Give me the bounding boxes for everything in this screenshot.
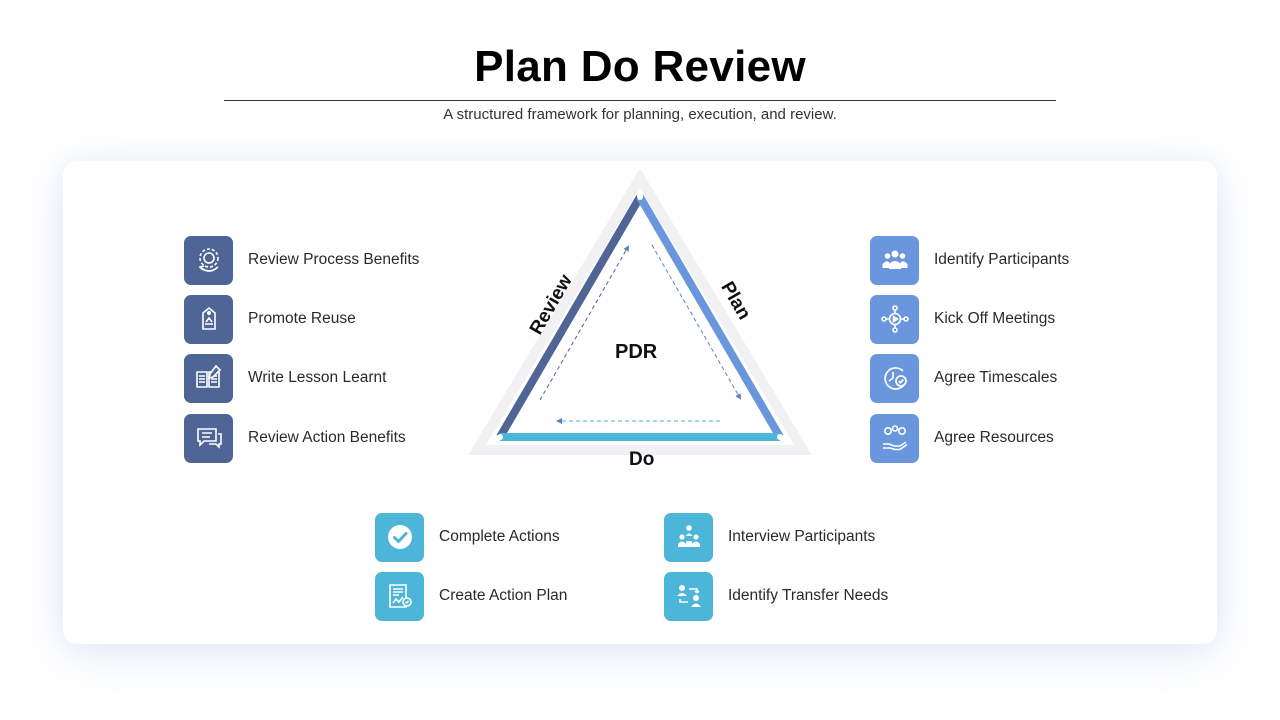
review-item-label: Review Process Benefits (248, 251, 420, 268)
book-pencil-icon (184, 353, 233, 403)
plan-item: Agree Timescales (870, 353, 1057, 403)
plan-item: Agree Resources (870, 413, 1054, 463)
page-title: Plan Do Review (474, 42, 806, 91)
plan-flow-arrow (651, 244, 741, 400)
do-item-label: Identify Transfer Needs (728, 587, 889, 604)
interview-people-icon (664, 512, 713, 562)
hand-resources-icon (870, 413, 919, 463)
do-item: Interview Participants (664, 512, 875, 562)
review-item-label: Write Lesson Learnt (248, 369, 387, 386)
pdr-center-label: PDR (615, 341, 658, 363)
clock-check-icon (870, 353, 919, 403)
review-item: Review Process Benefits (184, 235, 419, 285)
do-item-label: Interview Participants (728, 528, 876, 545)
review-item-label: Review Action Benefits (248, 429, 406, 446)
title-divider (224, 100, 1056, 101)
plan-item: Kick Off Meetings (870, 294, 1055, 344)
apex-node (637, 194, 643, 200)
transfer-people-icon (664, 571, 713, 621)
plan-item-label: Agree Resources (934, 429, 1054, 446)
plan-item: Identify Participants (870, 235, 1069, 285)
recycle-tag-icon (184, 294, 233, 344)
plan-item-label: Kick Off Meetings (934, 310, 1056, 327)
plan-edge (636, 194, 784, 440)
right-node (777, 434, 783, 440)
do-item: Complete Actions (375, 512, 560, 562)
triangle-svg (468, 168, 812, 455)
review-flow-arrow (539, 245, 629, 401)
do-item-label: Complete Actions (439, 528, 560, 545)
page-subtitle: A structured framework for planning, exe… (443, 106, 837, 123)
review-item: Review Action Benefits (184, 413, 406, 463)
group-icon (870, 235, 919, 285)
left-node (497, 434, 503, 440)
review-edge (496, 194, 644, 440)
review-item: Promote Reuse (184, 294, 356, 344)
chat-bubble-icon (184, 413, 233, 463)
plan-item-label: Identify Participants (934, 251, 1070, 268)
review-item: Write Lesson Learnt (184, 353, 386, 403)
do-item-label: Create Action Plan (439, 587, 568, 604)
review-item-label: Promote Reuse (248, 310, 356, 327)
triangle-background (468, 168, 812, 455)
gear-cycle-icon (184, 235, 233, 285)
do-item: Identify Transfer Needs (664, 571, 888, 621)
plan-document-icon (375, 571, 424, 621)
do-side-label: Do (629, 449, 655, 470)
network-play-icon (870, 294, 919, 344)
do-item: Create Action Plan (375, 571, 567, 621)
plan-item-label: Agree Timescales (934, 369, 1058, 386)
pdr-triangle-diagram: PDR Review Plan Do (460, 168, 820, 480)
check-circle-icon (375, 512, 424, 562)
